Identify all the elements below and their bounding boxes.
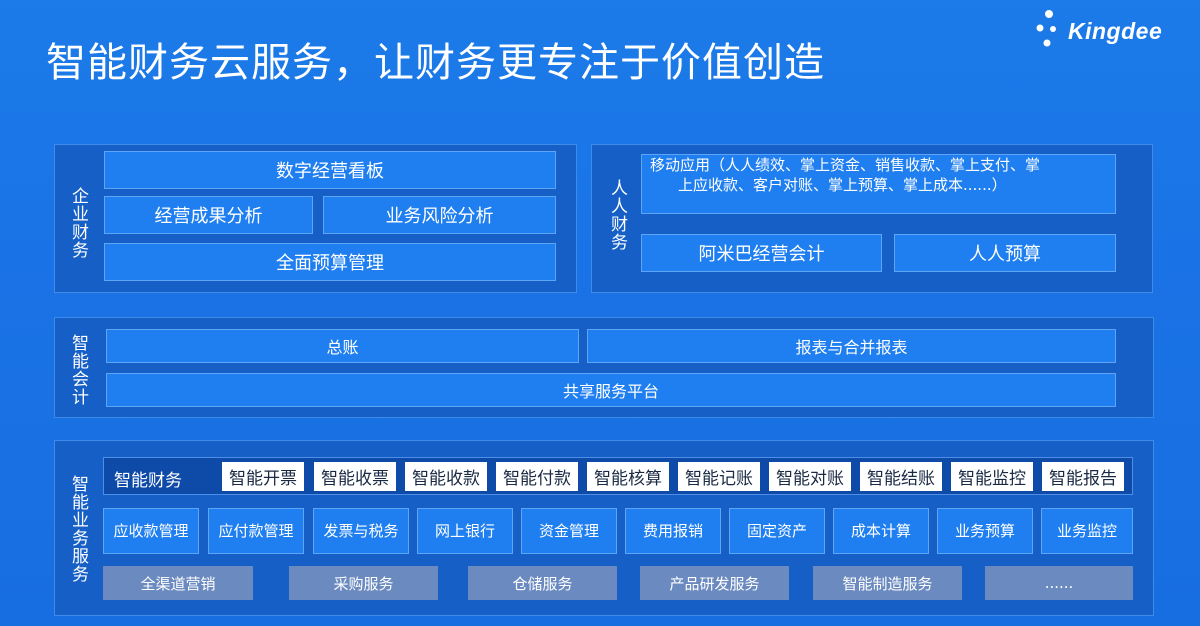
fund-management-module[interactable]: 资金管理 [521,508,617,554]
smart-reconciliation-button[interactable]: 智能对账 [769,462,851,491]
smart-payment-button[interactable]: 智能付款 [496,462,578,491]
smart-closing-button[interactable]: 智能结账 [860,462,942,491]
omnichannel-service[interactable]: 全渠道营销 [103,566,253,600]
smart-bookkeeping-button[interactable]: 智能记账 [678,462,760,491]
mobile-app-box[interactable]: 移动应用（人人绩效、掌上资金、销售收款、掌上支付、掌 上应收款、客户对账、掌上预… [641,154,1116,214]
shared-service-platform-box[interactable]: 共享服务平台 [106,373,1116,407]
everyone-finance-panel: 人人财务 移动应用（人人绩效、掌上资金、销售收款、掌上支付、掌 上应收款、客户对… [591,144,1153,293]
smart-invoicing-button[interactable]: 智能开票 [222,462,304,491]
enterprise-finance-label: 企业财务 [68,187,88,259]
page-title: 智能财务云服务，让财务更专注于价值创造 [46,40,825,86]
digital-dashboard-box[interactable]: 数字经营看板 [104,151,556,189]
kingdee-logo: Kingdee [1034,8,1194,54]
rnd-service[interactable]: 产品研发服务 [640,566,789,600]
business-monitor-module[interactable]: 业务监控 [1041,508,1133,554]
receivables-module[interactable]: 应收款管理 [103,508,199,554]
results-analysis-box[interactable]: 经营成果分析 [104,196,313,234]
warehouse-service[interactable]: 仓储服务 [468,566,617,600]
smart-receive-invoice-button[interactable]: 智能收票 [314,462,396,491]
amoeba-accounting-box[interactable]: 阿米巴经营会计 [641,234,882,272]
smart-finance-label: 智能财务 [114,471,182,491]
smart-business-label: 智能业务服务 [68,475,88,583]
enterprise-finance-panel: 企业财务 数字经营看板 经营成果分析 业务风险分析 全面预算管理 [54,144,577,293]
invoice-tax-module[interactable]: 发票与税务 [313,508,409,554]
purchase-service[interactable]: 采购服务 [289,566,438,600]
everyone-budget-box[interactable]: 人人预算 [894,234,1116,272]
logo-dots-icon [1036,10,1056,47]
mobile-app-line2: 上应收款、客户对账、掌上预算、掌上成本......） [678,176,1007,194]
smart-accounting-label: 智能会计 [68,334,88,406]
smart-monitoring-button[interactable]: 智能监控 [951,462,1033,491]
fixed-assets-module[interactable]: 固定资产 [729,508,825,554]
business-budget-module[interactable]: 业务预算 [937,508,1033,554]
cost-calc-module[interactable]: 成本计算 [833,508,929,554]
everyone-finance-label: 人人财务 [607,179,627,251]
manufacturing-service[interactable]: 智能制造服务 [813,566,962,600]
mobile-app-line1: 移动应用（人人绩效、掌上资金、销售收款、掌上支付、掌 [650,156,1041,174]
logo-text: Kingdee [1068,18,1163,44]
smart-accounting-button[interactable]: 智能核算 [587,462,669,491]
expense-module[interactable]: 费用报销 [625,508,721,554]
smart-collection-button[interactable]: 智能收款 [405,462,487,491]
smart-finance-strip: 智能财务 智能开票 智能收票 智能收款 智能付款 智能核算 智能记账 智能对账 … [103,457,1133,495]
more-services[interactable]: ...... [985,566,1133,600]
general-ledger-box[interactable]: 总账 [106,329,579,363]
smart-report-button[interactable]: 智能报告 [1042,462,1124,491]
payables-module[interactable]: 应付款管理 [208,508,304,554]
budget-management-box[interactable]: 全面预算管理 [104,243,556,281]
smart-accounting-panel: 智能会计 总账 报表与合并报表 共享服务平台 [54,317,1154,418]
online-banking-module[interactable]: 网上银行 [417,508,513,554]
risk-analysis-box[interactable]: 业务风险分析 [323,196,556,234]
reports-box[interactable]: 报表与合并报表 [587,329,1116,363]
